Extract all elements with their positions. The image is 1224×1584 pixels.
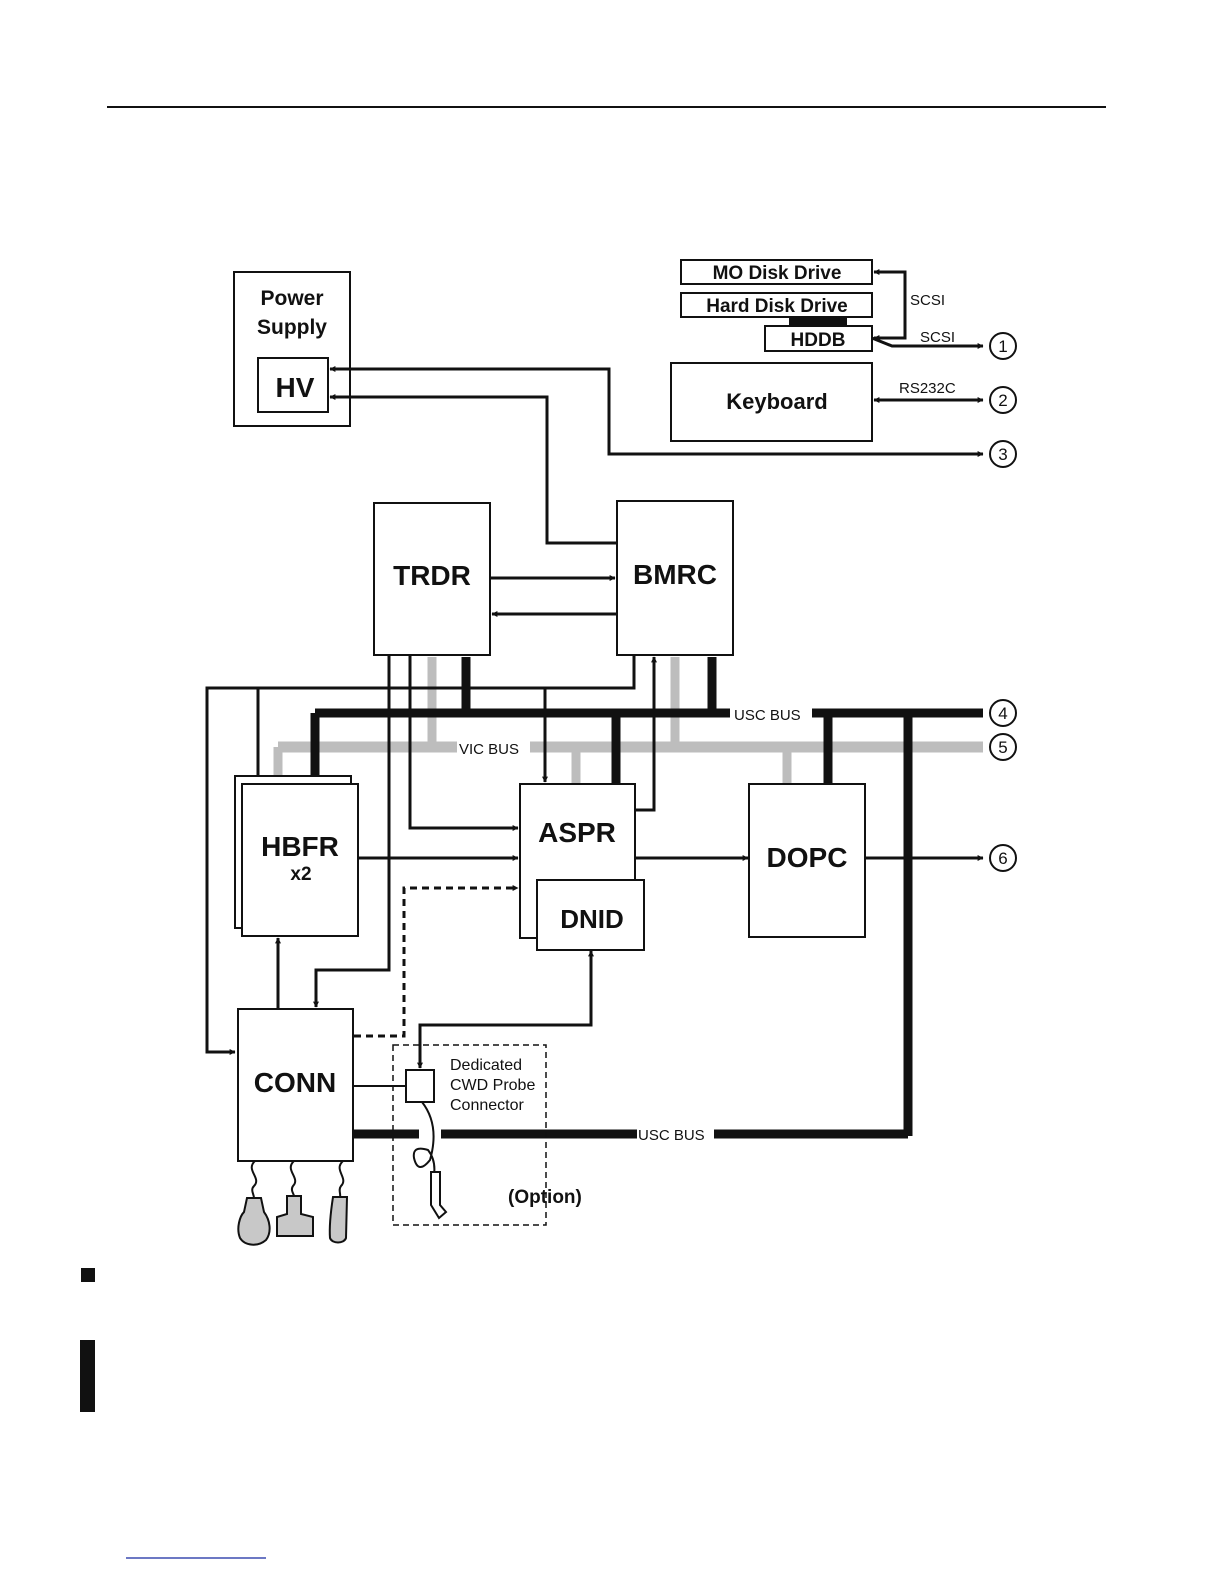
hbfr-label: HBFR: [261, 831, 339, 862]
bmrc-label: BMRC: [633, 559, 717, 590]
hddb-label: HDDB: [791, 330, 846, 351]
mo-disk-drive-label: MO Disk Drive: [713, 263, 842, 284]
probe-cable-icon: [291, 1161, 295, 1196]
keyboard-label: Keyboard: [726, 389, 827, 414]
connector-2-label: 2: [998, 391, 1007, 410]
section-bullet-square: [81, 1268, 95, 1282]
cwd-label-line3: Connector: [450, 1097, 524, 1114]
power-supply-label-line1: Power: [260, 287, 323, 310]
vic-bus-label: VIC BUS: [459, 741, 519, 758]
cwd-label-line1: Dedicated: [450, 1057, 522, 1074]
margin-change-bar: [80, 1340, 95, 1412]
hv-label: HV: [276, 372, 315, 403]
rs232c-label: RS232C: [899, 380, 956, 397]
option-label: (Option): [508, 1187, 582, 1208]
sector-probe-icon: [330, 1197, 347, 1243]
cwd-to-aspr-dashed-link: [354, 888, 518, 1036]
usc-bus-label-bottom: USC BUS: [638, 1127, 705, 1144]
aspr-to-bmrc-link: [635, 657, 654, 810]
dnid-label: DNID: [560, 904, 624, 934]
aspr-label: ASPR: [538, 817, 616, 848]
probe-cable-icon: [252, 1161, 256, 1198]
cwd-label-line2: CWD Probe: [450, 1077, 535, 1094]
conn-label: CONN: [254, 1067, 336, 1098]
cwd-pencil-probe-icon: [431, 1172, 446, 1218]
connector-3-label: 3: [998, 445, 1007, 464]
connector-4-label: 4: [998, 704, 1007, 723]
usc-bus-label-top: USC BUS: [734, 707, 801, 724]
hbfr-count-label: x2: [290, 864, 311, 885]
scsi-label-top: SCSI: [910, 292, 945, 309]
connector-6-label: 6: [998, 849, 1007, 868]
power-supply-label-line2: Supply: [257, 316, 327, 339]
trdr-label: TRDR: [393, 560, 471, 591]
cwd-connector-box: [406, 1070, 434, 1102]
scsi-link-mo-hddb: [874, 272, 905, 338]
scsi-label-bottom: SCSI: [920, 329, 955, 346]
connector-1-label: 1: [998, 337, 1007, 356]
dnid-to-cwd-link: [420, 951, 591, 1068]
convex-probe-icon: [238, 1198, 269, 1245]
probe-cable-icon: [340, 1161, 344, 1197]
hdd-hddb-link: [789, 317, 847, 326]
linear-probe-icon: [277, 1196, 313, 1236]
connector-5-label: 5: [998, 738, 1007, 757]
hv-link-to-3: [330, 369, 983, 454]
hard-disk-drive-label: Hard Disk Drive: [706, 296, 848, 317]
dopc-label: DOPC: [767, 842, 848, 873]
